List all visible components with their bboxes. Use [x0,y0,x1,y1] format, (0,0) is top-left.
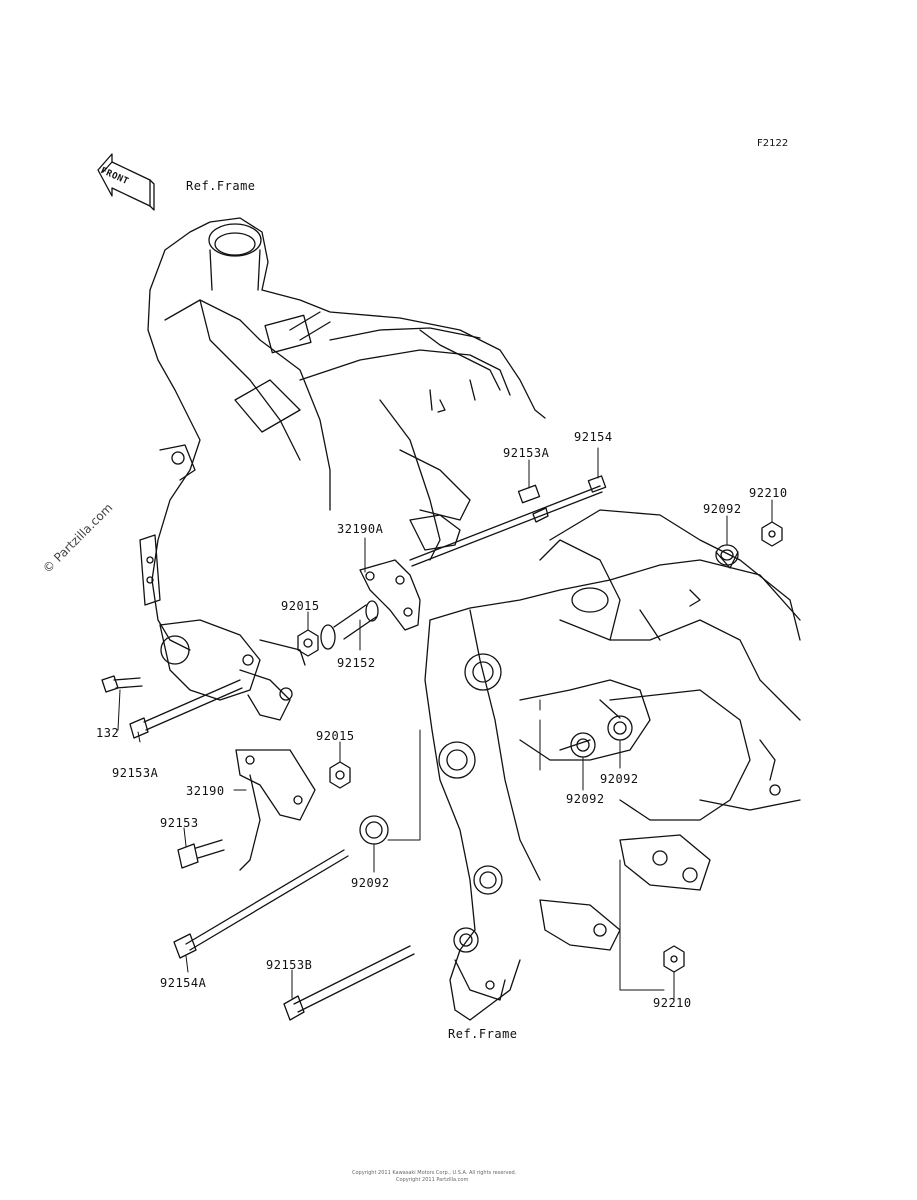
part-label-92153A-left[interactable]: 92153A [112,766,159,780]
part-label-92153[interactable]: 92153 [160,816,199,830]
copyright-line-2: Copyright 2011 Partzilla.com [396,1177,469,1183]
part-label-92154A[interactable]: 92154A [160,976,207,990]
part-label-92210-bottom[interactable]: 92210 [653,996,692,1010]
part-label-92153A-top[interactable]: 92153A [503,446,550,460]
part-label-92015-b[interactable]: 92015 [316,729,355,743]
upper-frame-drawing [139,217,546,721]
part-label-32190A[interactable]: 32190A [337,522,384,536]
part-label-92092-mid[interactable]: 92092 [566,792,605,806]
part-label-92153B[interactable]: 92153B [266,958,313,972]
part-label-92092-top[interactable]: 92092 [703,502,742,516]
part-label-132[interactable]: 132 [96,726,120,740]
copyright-line-1: Copyright 2011 Kawasaki Motors Corp., U.… [352,1170,517,1176]
fasteners-drawing [101,475,783,1021]
ref-frame-label-top: Ref.Frame [186,179,256,193]
lower-frame-drawing [424,509,801,1021]
part-label-92015-a[interactable]: 92015 [281,599,320,613]
part-label-92152[interactable]: 92152 [337,656,376,670]
front-arrow-icon [97,153,155,211]
part-label-32190[interactable]: 32190 [186,784,225,798]
ref-frame-label-bottom: Ref.Frame [448,1027,518,1041]
diagram-code: F2122 [757,138,789,149]
part-label-92210-top[interactable]: 92210 [749,486,788,500]
part-label-92092-right[interactable]: 92092 [600,772,639,786]
leader-lines [117,447,773,1001]
part-label-92154[interactable]: 92154 [574,430,613,444]
part-label-92092-center[interactable]: 92092 [351,876,390,890]
